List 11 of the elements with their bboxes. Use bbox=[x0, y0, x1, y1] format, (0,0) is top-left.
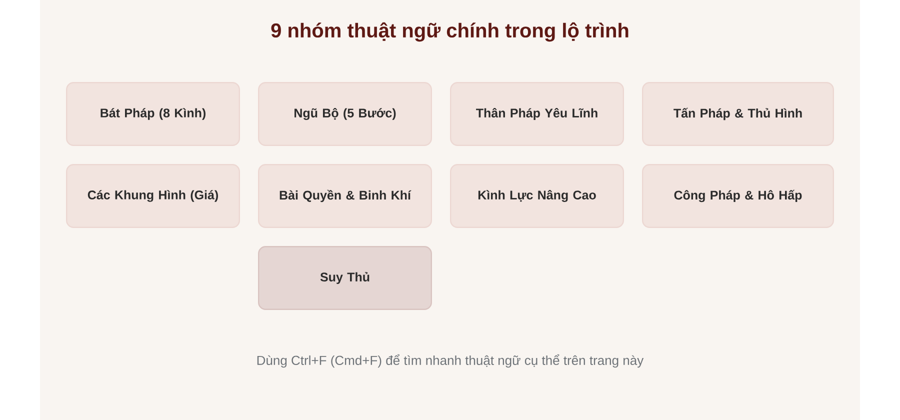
term-box: Kình Lực Nâng Cao bbox=[450, 164, 624, 228]
term-box: Bát Pháp (8 Kình) bbox=[66, 82, 240, 146]
note-text: Dùng Ctrl+F (Cmd+F) để tìm nhanh thuật ngữ cụ thể trên trang này bbox=[257, 354, 644, 368]
term-box: Công Pháp & Hô Hấp bbox=[642, 164, 834, 228]
term-box: Suy Thủ bbox=[258, 246, 432, 310]
term-box: Ngũ Bộ (5 Bước) bbox=[258, 82, 432, 146]
term-box: Các Khung Hình (Giá) bbox=[66, 164, 240, 228]
term-box: Thân Pháp Yêu Lĩnh bbox=[450, 82, 624, 146]
term-box: Bài Quyền & Binh Khí bbox=[258, 164, 432, 228]
title: 9 nhóm thuật ngữ chính trong lộ trình bbox=[271, 22, 628, 42]
term-box: Tấn Pháp & Thủ Hình bbox=[642, 82, 834, 146]
